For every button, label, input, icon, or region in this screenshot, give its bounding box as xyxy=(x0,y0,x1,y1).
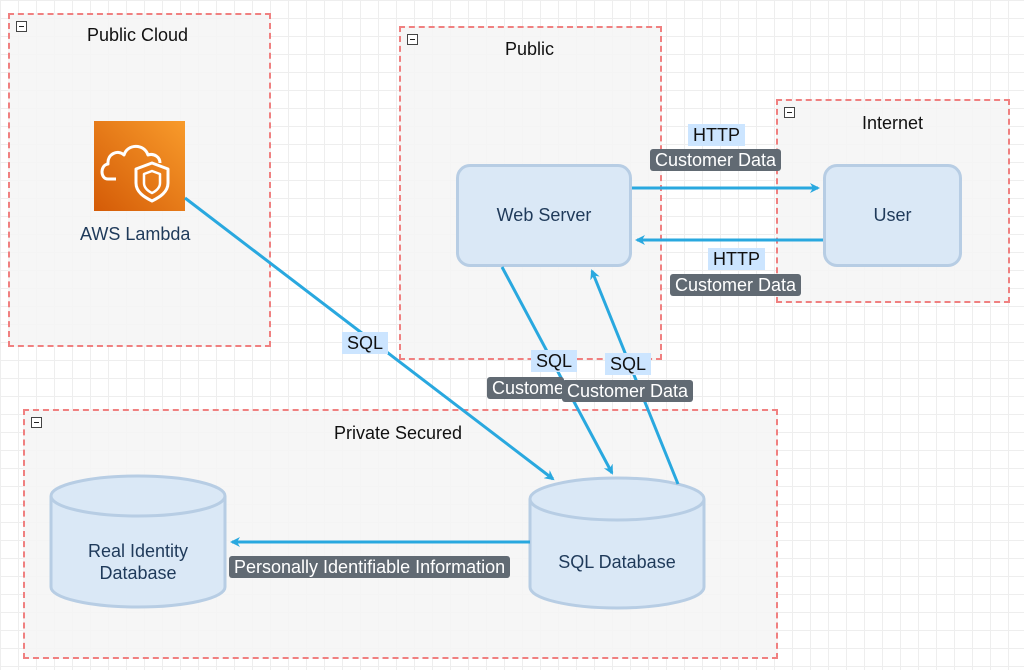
sql-database-cylinder[interactable] xyxy=(528,476,706,610)
web-server-node[interactable]: Web Server xyxy=(456,164,632,267)
edge-label-lambda-to-sql: SQL xyxy=(342,332,389,354)
edge-label-db-to-web-data: Customer Data xyxy=(562,380,694,402)
collapse-icon[interactable] xyxy=(407,34,418,45)
web-server-label: Web Server xyxy=(496,205,592,225)
edge-label-user-to-web-data: Customer Data xyxy=(670,274,802,296)
collapse-icon[interactable] xyxy=(16,21,27,32)
zone-title-public: Public xyxy=(505,39,555,59)
real-identity-db-cylinder[interactable] xyxy=(49,474,227,609)
real-identity-db-label: Real Identity Database xyxy=(87,541,189,583)
aws-lambda-shield-cloud-icon xyxy=(94,121,185,211)
collapse-icon[interactable] xyxy=(784,107,795,118)
edge-label-db-to-identity: Personally Identifiable Information xyxy=(229,556,511,578)
collapse-icon[interactable] xyxy=(31,417,42,428)
user-label: User xyxy=(873,205,912,225)
edge-label-user-to-web-protocol: HTTP xyxy=(708,248,765,270)
sql-database-label: SQL Database xyxy=(558,552,676,572)
edge-label-db-to-web-protocol: SQL xyxy=(605,353,652,375)
edge-label-web-to-db-protocol: SQL xyxy=(531,350,578,372)
zone-title-private-secured: Private Secured xyxy=(334,423,463,443)
aws-lambda-node[interactable] xyxy=(94,121,185,211)
edge-label-web-to-user-protocol: HTTP xyxy=(688,124,745,146)
aws-lambda-label: AWS Lambda xyxy=(80,224,191,244)
edge-label-web-to-db-data: Customer Data xyxy=(487,377,564,399)
edge-label-web-to-user-data: Customer Data xyxy=(650,149,782,171)
zone-title-public-cloud: Public Cloud xyxy=(87,25,189,45)
zone-title-internet: Internet xyxy=(862,113,924,133)
edge-db-to-web xyxy=(590,269,680,485)
user-node[interactable]: User xyxy=(823,164,962,267)
